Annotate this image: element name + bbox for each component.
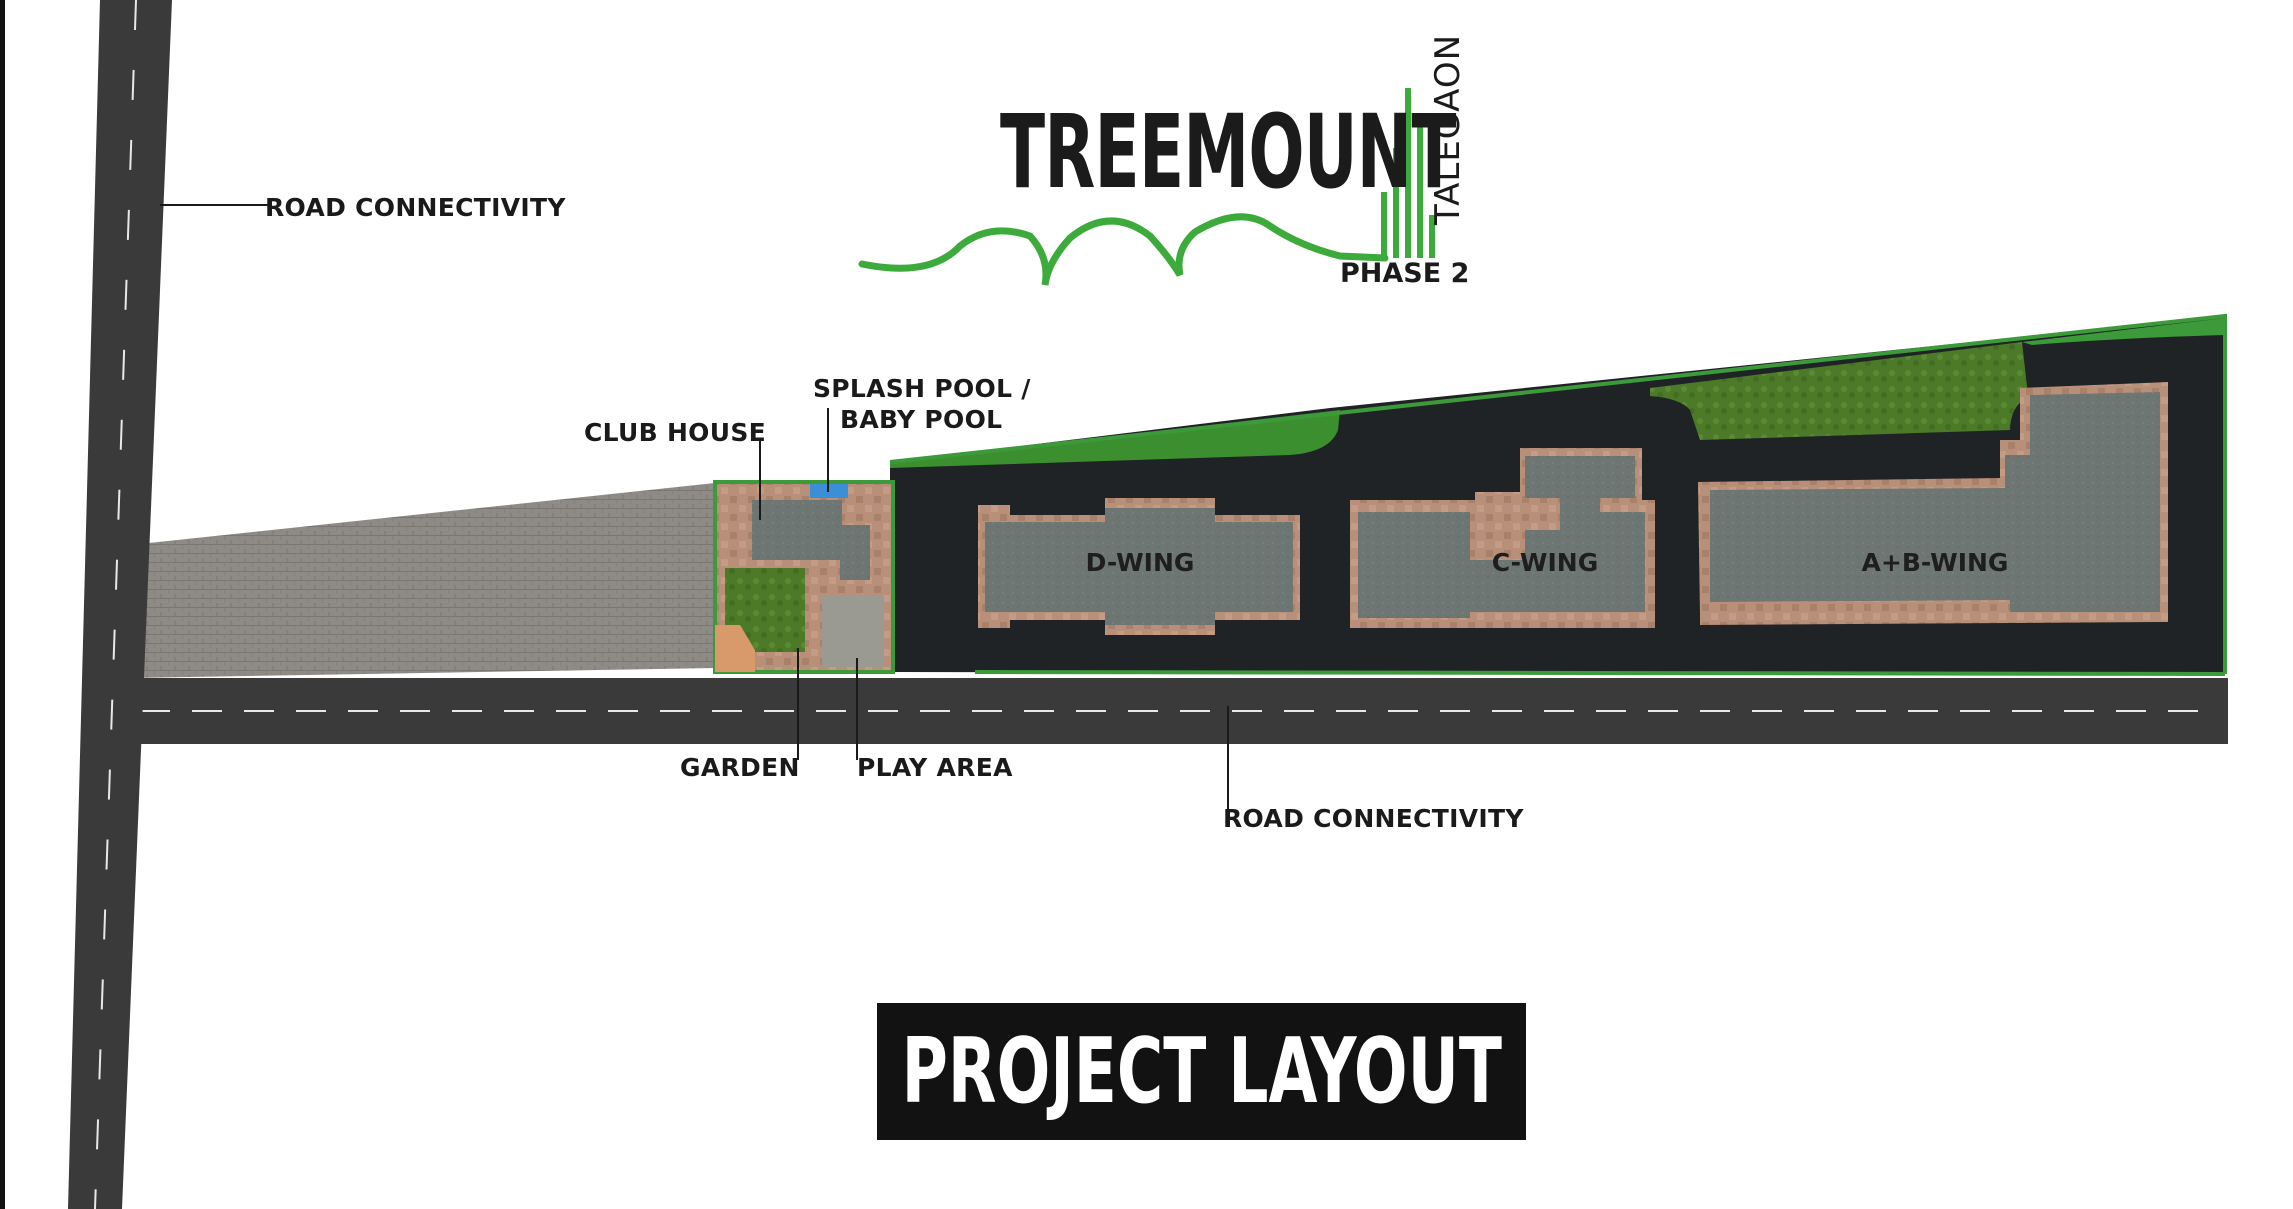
- site-boundary: [889, 313, 2227, 676]
- road-center-line-vertical: [94, 0, 137, 1209]
- building-label-d-wing: D-WING: [1085, 548, 1195, 577]
- logo-location: TALEGAON: [1428, 33, 1468, 225]
- callout-garden: GARDEN: [680, 753, 800, 782]
- lawn-northeast: [1650, 342, 2028, 440]
- ab-wing-building: [1710, 392, 2160, 612]
- d-wing-building: [985, 508, 1293, 625]
- logo-tower-bars-icon: [1381, 88, 1435, 258]
- garden-lawn: [725, 568, 805, 652]
- banner-title: PROJECT LAYOUT: [901, 1019, 1502, 1124]
- green-strip-east: [2022, 318, 2225, 345]
- play-area: [822, 595, 884, 667]
- logo-phase: PHASE 2: [1340, 258, 1470, 289]
- building-label-c-wing: C-WING: [1491, 548, 1599, 577]
- project-layout-banner: PROJECT LAYOUT: [877, 1003, 1526, 1140]
- callout-splash-pool-line1: SPLASH POOL /: [813, 374, 1031, 403]
- c-wing-building: [1358, 456, 1645, 618]
- callout-splash-pool-line2: BABY POOL: [840, 405, 1003, 434]
- building-label-ab-wing: A+B-WING: [1861, 548, 2009, 577]
- callout-road-connectivity-bottom: ROAD CONNECTIVITY: [1223, 804, 1524, 833]
- main-road-vertical: [68, 0, 172, 1209]
- club-house-building: [752, 500, 870, 580]
- logo-hills-icon: [858, 213, 1389, 286]
- left-edge-strip: [0, 0, 5, 1209]
- paved-approach: [130, 483, 715, 678]
- callout-play-area: PLAY AREA: [857, 753, 1013, 782]
- garden-deck: [715, 625, 755, 672]
- callout-club-house: CLUB HOUSE: [584, 418, 767, 447]
- logo-name: TREEMOUNT: [1000, 93, 1456, 212]
- callout-road-connectivity-top: ROAD CONNECTIVITY: [265, 193, 566, 222]
